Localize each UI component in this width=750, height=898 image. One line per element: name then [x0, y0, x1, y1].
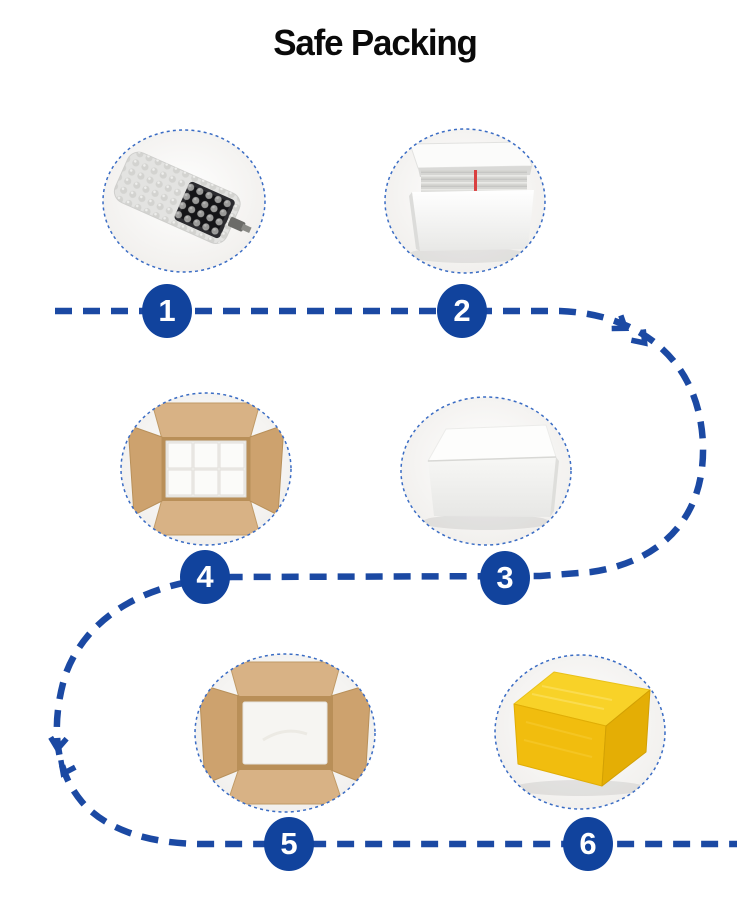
step-1-badge: 1: [142, 284, 192, 338]
photo-step-6-yellow-wrapped-carton: [494, 654, 666, 810]
photo-step-2-foil-packs-in-open-white-box: [384, 128, 546, 274]
step-6-badge: 6: [563, 817, 613, 871]
photo-step-4-white-boxes-in-open-carton: [120, 392, 292, 546]
photo-step-5-foam-sheet-in-open-carton: [194, 653, 376, 813]
photo-step-3-closed-white-box: [400, 396, 572, 546]
step-4-number: 4: [196, 559, 214, 594]
step-3-number: 3: [496, 560, 514, 595]
flow-arrow-icon: [630, 329, 648, 347]
step-2-badge: 2: [437, 284, 487, 338]
step-5-badge: 5: [264, 817, 314, 871]
step-1-number: 1: [158, 293, 176, 328]
step-2-number: 2: [453, 293, 471, 328]
photo-step-1-bubble-wrapped-phone: [102, 129, 266, 273]
step-6-number: 6: [579, 826, 597, 861]
page-title: Safe Packing: [273, 22, 478, 63]
step-3-badge: 3: [480, 551, 530, 605]
step-4-badge: 4: [180, 550, 230, 604]
flow-arrow-icon: [611, 314, 630, 332]
flow-arrow-icon: [48, 735, 69, 754]
flow-arrow-icon: [58, 759, 77, 778]
step-5-number: 5: [280, 826, 298, 861]
